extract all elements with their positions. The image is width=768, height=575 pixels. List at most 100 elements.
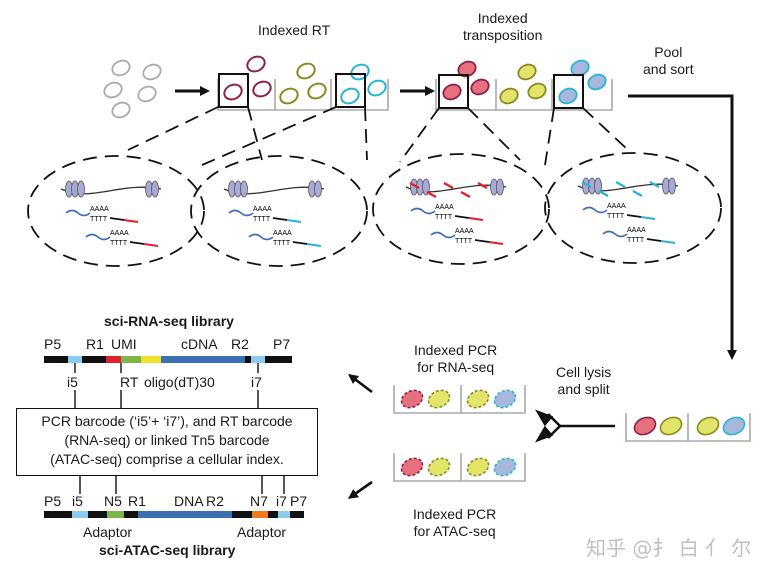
zoom-nucleus-3: [372, 153, 550, 265]
atac-library-bar: [44, 476, 304, 518]
mrna-transcript: [582, 206, 608, 214]
label-pool-and-sort: Pool and sort: [643, 44, 694, 77]
tn-nucleus: [587, 73, 607, 91]
mrna-transcript: [430, 231, 456, 239]
rt-nucleus: [252, 80, 272, 98]
label-indexed-transposition: Indexed transposition: [463, 10, 543, 43]
arrow-to-atac-library: [347, 480, 373, 499]
pool-sort-arrow: [628, 94, 737, 360]
rna-label-p5: P5: [44, 336, 62, 352]
tn5-barcode: [426, 190, 437, 199]
tn-nucleus: [499, 87, 519, 105]
zoom-contents: AAAATTTTAAAATTTTAAAATTTTAAAATTTTAAAATTTT…: [60, 177, 679, 247]
tn5-barcode: [581, 180, 592, 189]
tn5-barcode: [477, 181, 488, 190]
lysis-plate: [625, 413, 751, 442]
tn-nucleus: [517, 63, 537, 81]
rna-label-r1: R1: [86, 336, 104, 352]
mrna-transcript: [228, 209, 254, 217]
lysis-nucleus: [722, 416, 746, 436]
rna-label-oligo-dt: oligo(dT)30: [144, 374, 215, 390]
atac-label-p7: P7: [290, 493, 308, 509]
label-pcr-atac: Indexed PCR for ATAC-seq: [413, 506, 497, 539]
poly-a-label: AAAA: [435, 204, 454, 211]
mrna-transcript: [85, 233, 111, 241]
label-cell-lysis: Cell lysis and split: [556, 364, 612, 397]
rt-highlight-box: [335, 73, 366, 108]
atac-label-n7: N7: [250, 493, 268, 509]
split-arrows: [535, 409, 615, 443]
tn-highlight-box: [553, 74, 584, 109]
pcr-nucleus: [466, 389, 490, 409]
atac-label-dna: DNA: [174, 493, 204, 509]
atac-label-r2: R2: [206, 493, 224, 509]
poly-a-label: AAAA: [627, 227, 646, 234]
tn-nucleus: [442, 83, 462, 101]
rt-primer: [454, 215, 470, 219]
atac-label-r1: R1: [128, 493, 146, 509]
mrna-transcript: [65, 209, 91, 217]
label-indexed-rt: Indexed RT: [258, 22, 331, 38]
rna-label-rt: RT: [120, 374, 139, 390]
zoom-lines: [127, 106, 629, 166]
rt-plate: [217, 55, 389, 111]
poly-a-label: AAAA: [273, 230, 292, 237]
rt-primer: [646, 238, 662, 242]
tn-highlight-box: [438, 74, 469, 109]
atac-library-title: sci-ATAC-seq library: [99, 542, 236, 558]
tn-nucleus: [558, 87, 578, 105]
rna-label-umi: UMI: [111, 336, 137, 352]
atac-label-i7: i7: [276, 493, 287, 509]
lysis-nucleus: [659, 416, 683, 436]
nucleosome: [422, 178, 430, 196]
pcr-nucleus: [493, 389, 517, 409]
rt-nucleus: [307, 82, 327, 100]
poly-t-label: TTTT: [110, 240, 128, 247]
rt-primer: [292, 241, 308, 245]
free-nucleus: [103, 81, 123, 99]
tn-nucleus: [457, 60, 477, 78]
mrna-transcript: [602, 230, 628, 238]
free-nuclei-group: [103, 59, 162, 119]
poly-t-label: TTTT: [435, 214, 453, 221]
rna-label-cdna: cDNA: [181, 336, 218, 352]
nucleosome: [240, 180, 248, 198]
nucleosome: [314, 180, 322, 198]
tn5-barcode: [443, 181, 454, 190]
rt-primer: [129, 241, 145, 245]
zoom-nucleus-2: [190, 155, 368, 267]
rna-label-i7: i7: [251, 374, 262, 390]
rt-nucleus: [246, 55, 266, 73]
rna-library-bar: [44, 356, 292, 373]
rt-primer: [272, 217, 288, 221]
pcr-nucleus: [427, 457, 451, 477]
rt-barcode: [640, 216, 656, 220]
atac-label-n5: N5: [104, 493, 122, 509]
tn5-barcode: [615, 180, 626, 189]
rt-barcode: [468, 217, 484, 221]
nucleosome: [151, 180, 159, 198]
rna-library-title: sci-RNA-seq library: [104, 313, 234, 329]
atac-adaptor-left: Adaptor: [83, 524, 133, 540]
nucleosome: [668, 177, 676, 195]
poly-a-label: AAAA: [110, 230, 129, 237]
mrna-transcript: [410, 207, 436, 215]
poly-a-label: AAAA: [455, 228, 474, 235]
rna-label-p7: P7: [273, 336, 291, 352]
rt-nucleus: [340, 87, 360, 105]
free-nucleus: [111, 101, 131, 119]
pcr-nucleus: [493, 457, 517, 477]
atac-adaptor-right: Adaptor: [237, 524, 287, 540]
rt-barcode: [286, 219, 302, 223]
pcr-nucleus: [427, 389, 451, 409]
poly-t-label: TTTT: [627, 237, 645, 244]
pcr-plate-rna: [393, 385, 526, 414]
rt-barcode: [488, 241, 504, 245]
pcr-nucleus: [400, 457, 424, 477]
rt-barcode: [143, 243, 159, 247]
lysis-nucleus: [633, 416, 657, 436]
pcr-plates: [393, 385, 526, 482]
rt-nucleus: [296, 62, 316, 80]
